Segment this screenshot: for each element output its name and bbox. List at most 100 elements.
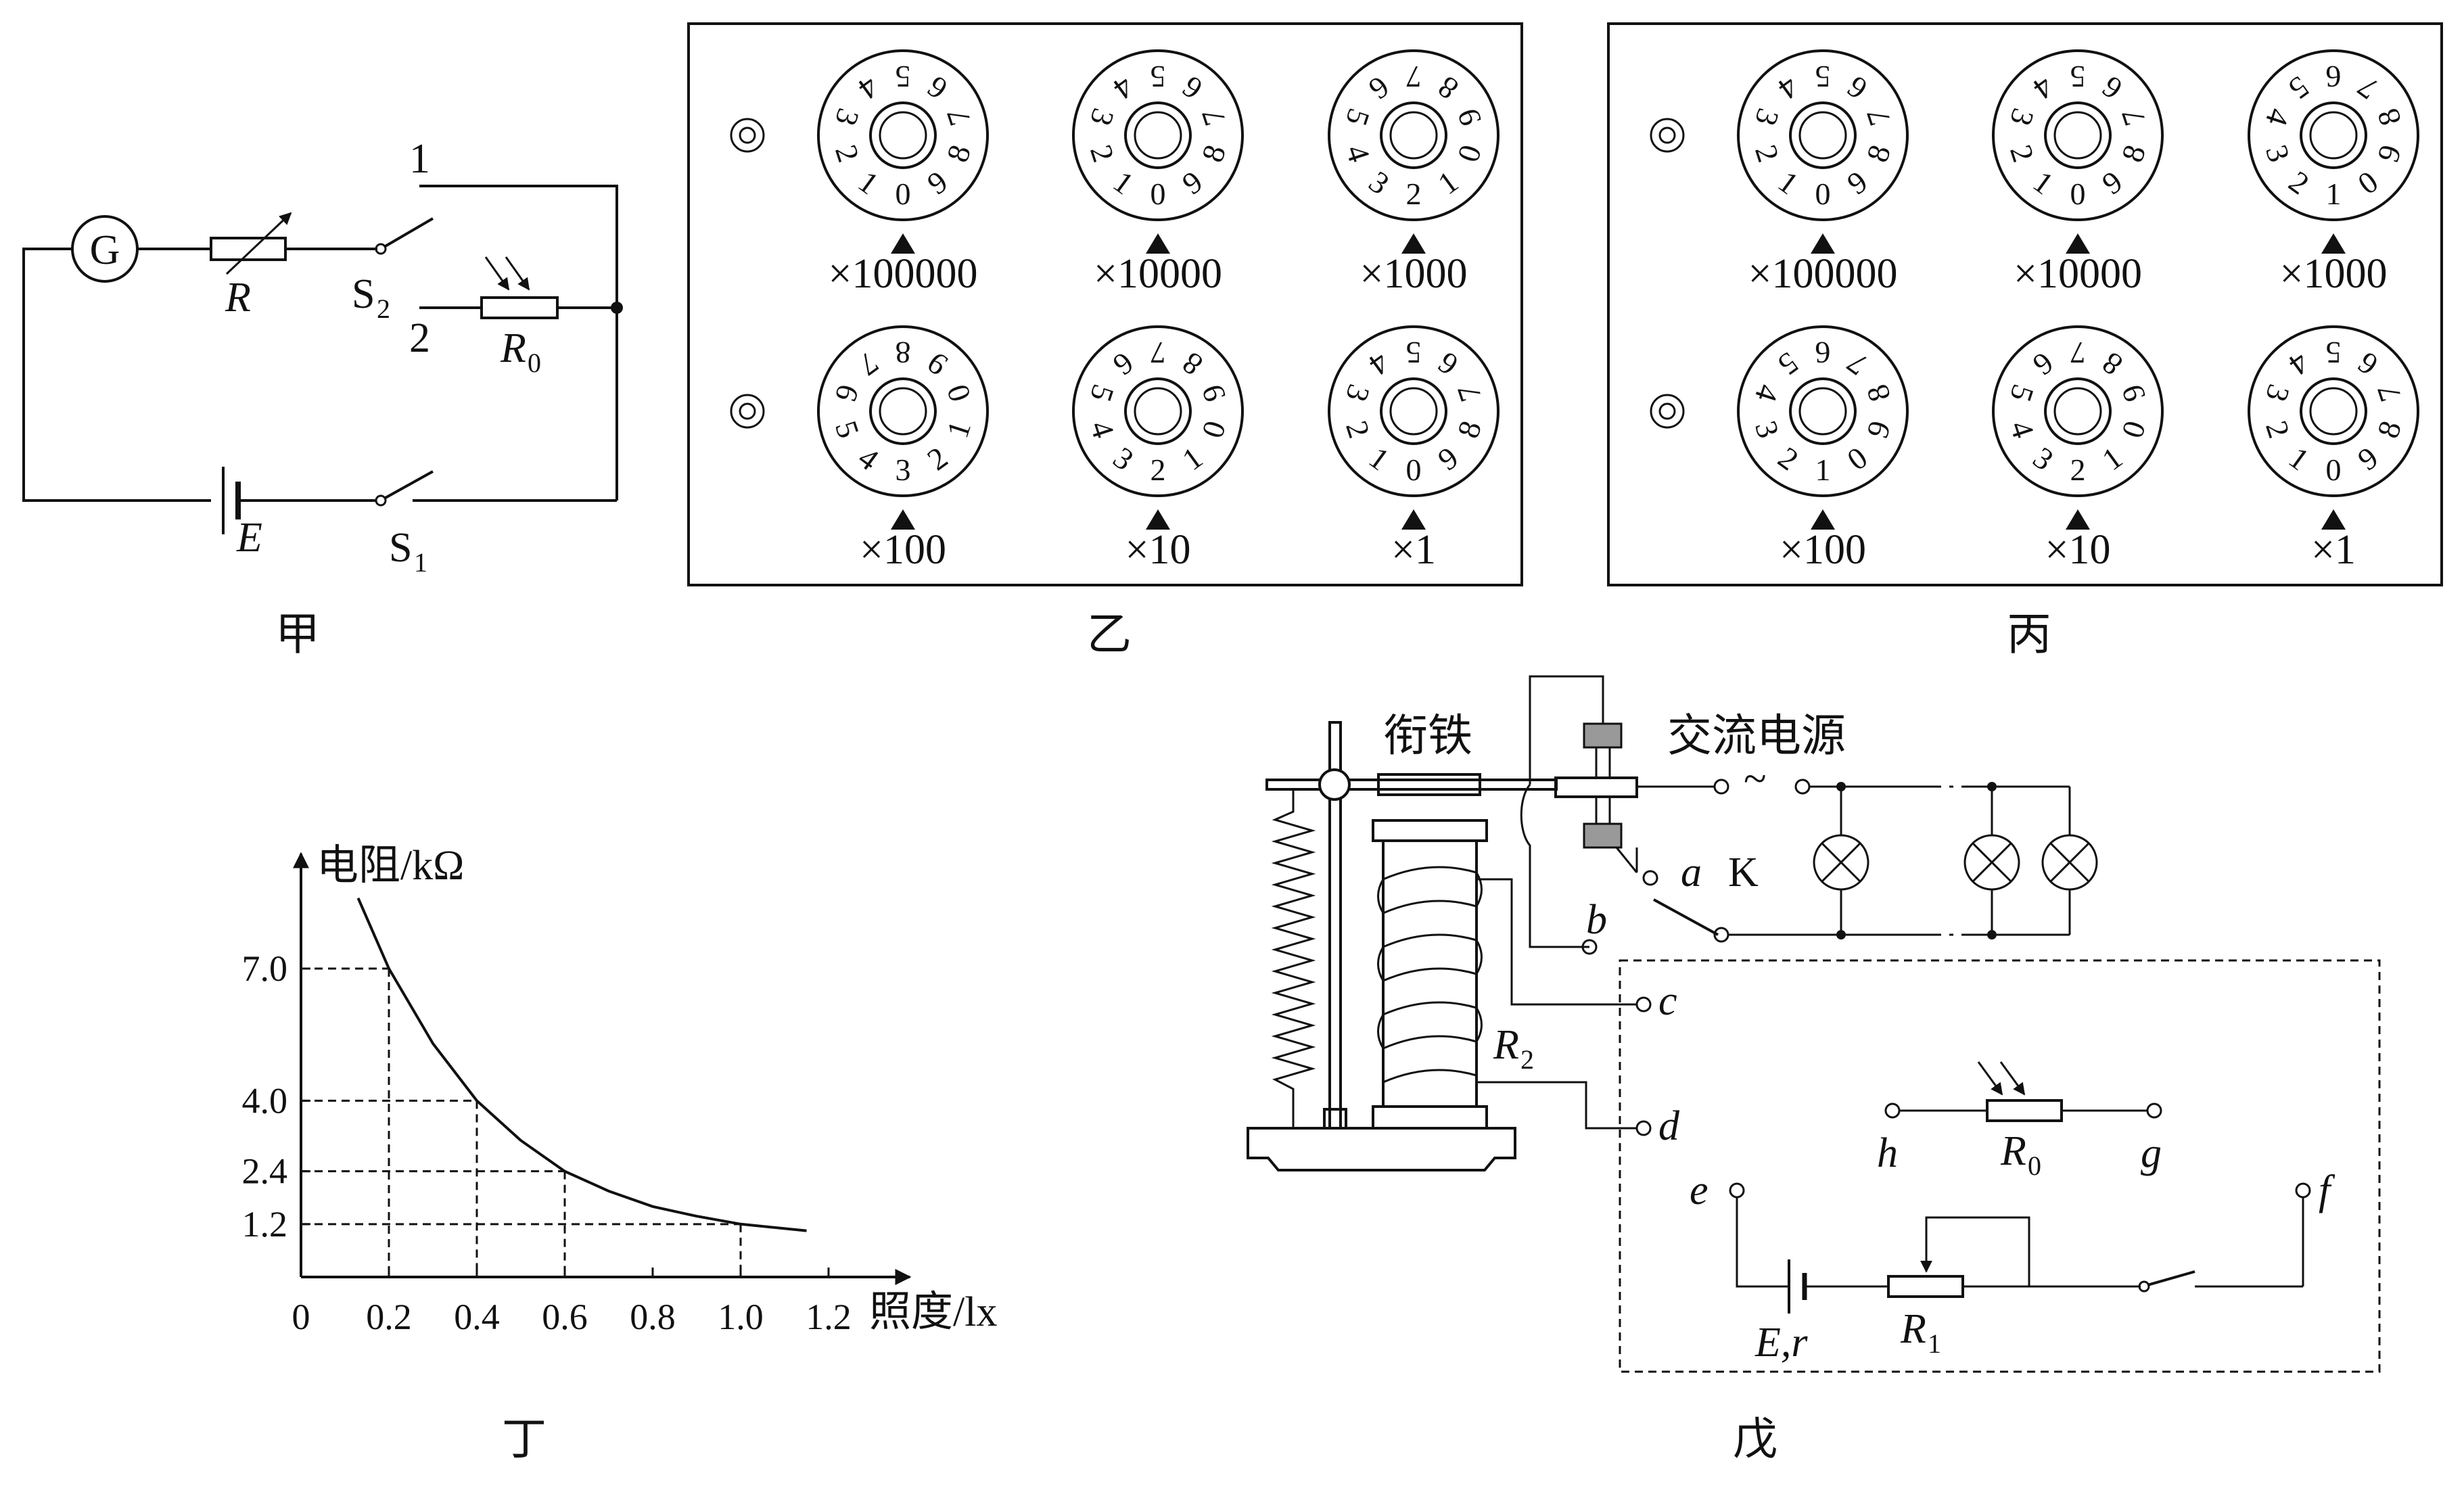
dial-digit: 2 xyxy=(2070,452,2086,487)
terminal-f: f xyxy=(2319,1167,2335,1213)
dial-digit: 1 xyxy=(1176,440,1209,478)
caption-ding: 丁 xyxy=(502,1413,547,1465)
dial-digit: 6 xyxy=(829,380,866,406)
dial-digit: 0 xyxy=(2114,417,2152,442)
dial-digit: 5 xyxy=(1339,104,1377,130)
dial-digit: 2 xyxy=(1150,452,1166,487)
dial-pointer xyxy=(1146,509,1170,530)
switch-S1-blade xyxy=(383,470,434,500)
contact-bottom xyxy=(1583,822,1623,849)
dial-digit: 3 xyxy=(829,104,866,130)
dial-pointer xyxy=(2321,233,2346,254)
dial-digit: 3 xyxy=(1748,104,1786,130)
rheostat-R xyxy=(210,237,287,261)
guide-lines xyxy=(301,967,742,1277)
dial-pointer xyxy=(1146,233,1170,254)
caption-jia: 甲 xyxy=(275,608,320,660)
dial-digit: 3 xyxy=(1339,380,1377,406)
battery-E-label: E xyxy=(236,515,262,561)
dial-digit: 0 xyxy=(1815,177,1831,211)
dial-digit: 7 xyxy=(1194,104,1232,130)
galvanometer-label: G xyxy=(90,227,120,273)
dial-digit: 6 xyxy=(1363,70,1396,107)
terminal-g: g xyxy=(2141,1130,2162,1176)
dial-digit: 0 xyxy=(896,177,911,211)
dial-digit: 4 xyxy=(1363,346,1396,383)
dial-digit: 9 xyxy=(1194,380,1232,406)
dial-digit: 0 xyxy=(1406,452,1422,487)
y-ticks: 1.22.44.07.0 xyxy=(242,948,310,1245)
multiplier-label: ×100 xyxy=(1780,527,1866,573)
dial-digit: 3 xyxy=(2003,104,2041,130)
photoresistor-R0-sub: 0 xyxy=(2028,1151,2041,1181)
dial-digit: 2 xyxy=(1748,141,1786,166)
multiplier-label: ×1000 xyxy=(2280,251,2388,297)
dial-digit: 5 xyxy=(1150,60,1166,94)
dial-digit: 0 xyxy=(1194,417,1232,442)
rheostat-R1-label: R xyxy=(1900,1306,1926,1352)
dial-digit: 7 xyxy=(1841,346,1874,383)
dial-digit: 9 xyxy=(2096,164,2129,202)
photoresistor-R0 xyxy=(480,296,559,319)
y-tick-label: 1.2 xyxy=(242,1204,288,1245)
dial-digit: 9 xyxy=(1176,164,1209,202)
switch-S2-label: S xyxy=(352,271,375,317)
dial-digit: 6 xyxy=(2027,346,2060,383)
caption-bing: 丙 xyxy=(2007,608,2051,660)
relay-circuit-wu: 衔铁 R 2 c d b ~ 交流电源 xyxy=(1247,675,2381,1465)
dial-digit: 0 xyxy=(2070,177,2086,211)
dial-digit: 4 xyxy=(1084,417,1121,442)
pivot xyxy=(1318,768,1351,801)
dial-digit: 9 xyxy=(2370,141,2408,166)
dial-digit: 1 xyxy=(2326,177,2342,211)
x-tick-label: 0.4 xyxy=(454,1297,500,1337)
y-tick-label: 2.4 xyxy=(242,1151,288,1192)
dial-digit: 8 xyxy=(1176,346,1209,383)
coil-windings xyxy=(1377,866,1483,1084)
dial-digit: 5 xyxy=(1815,60,1831,94)
coil-R2-sub: 2 xyxy=(1520,1044,1534,1075)
dial-digit: 1 xyxy=(2027,164,2060,202)
dial-pointer xyxy=(1401,509,1426,530)
rheostat-R-label: R xyxy=(225,275,251,321)
dial-digit: 4 xyxy=(852,440,885,478)
relay-base xyxy=(1247,1127,1516,1171)
caption-yi: 乙 xyxy=(1087,608,1132,660)
switch-S1-sub: 1 xyxy=(414,547,427,578)
dial-digit: 8 xyxy=(1859,380,1897,406)
dial-digit: 9 xyxy=(2114,380,2152,406)
photoresistor-R0 xyxy=(1986,1099,2063,1122)
dial-digit: 8 xyxy=(2370,104,2408,130)
dial-digit: 1 xyxy=(939,417,977,442)
multiplier-label: ×100 xyxy=(860,527,946,573)
dial-digit: 3 xyxy=(1084,104,1121,130)
dial-digit: 7 xyxy=(1150,335,1166,370)
x-tick-label: 1.2 xyxy=(806,1297,852,1337)
dial-digit: 5 xyxy=(2070,60,2086,94)
terminal-top xyxy=(1650,118,1685,153)
dial-digit: 6 xyxy=(1107,346,1140,383)
switch-S2-blade xyxy=(383,217,434,248)
dial-digit: 5 xyxy=(2326,335,2342,370)
rheostat-R1 xyxy=(1887,1275,1964,1298)
dial-digit: 1 xyxy=(1363,440,1396,478)
dial-digit: 2 xyxy=(1339,417,1377,442)
dial-digit: 7 xyxy=(2370,380,2408,406)
dial-digit: 3 xyxy=(1748,417,1786,442)
multiplier-label: ×10 xyxy=(1125,527,1191,573)
dial-digit: 4 xyxy=(1772,70,1805,107)
dial-digit: 8 xyxy=(2096,346,2129,383)
contact-top xyxy=(1583,722,1623,749)
x-tick-label: 0.2 xyxy=(366,1297,412,1337)
armature xyxy=(1377,773,1481,796)
dial-digit: 8 xyxy=(2370,417,2408,442)
